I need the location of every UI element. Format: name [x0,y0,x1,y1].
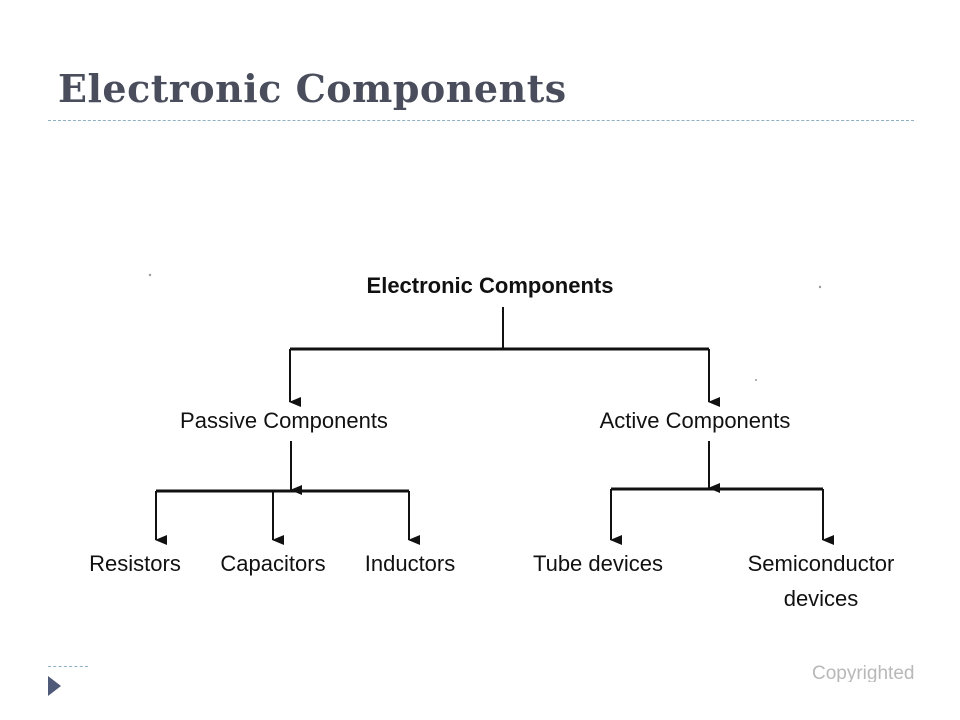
tube-devices-label: Tube devices [533,551,663,576]
semiconductor-devices-label-line2: devices [784,586,859,611]
semiconductor-devices-label-line1: Semiconductor [748,551,895,576]
triangle-bullet-icon [48,676,61,696]
active-components-label: Active Components [600,408,791,433]
resistors-label: Resistors [89,551,181,576]
slide-title: Electronic Components [58,66,567,111]
scan-speck [148,273,152,277]
capacitors-label: Capacitors [220,551,325,576]
footer-divider [48,666,88,667]
root-node-label: Electronic Components [367,273,614,298]
scan-speck [755,379,757,381]
title-divider [48,120,914,121]
copyright-watermark: Copyrighted m [812,663,920,682]
scan-speck [818,285,822,289]
passive-components-label: Passive Components [180,408,388,433]
inductors-label: Inductors [365,551,456,576]
